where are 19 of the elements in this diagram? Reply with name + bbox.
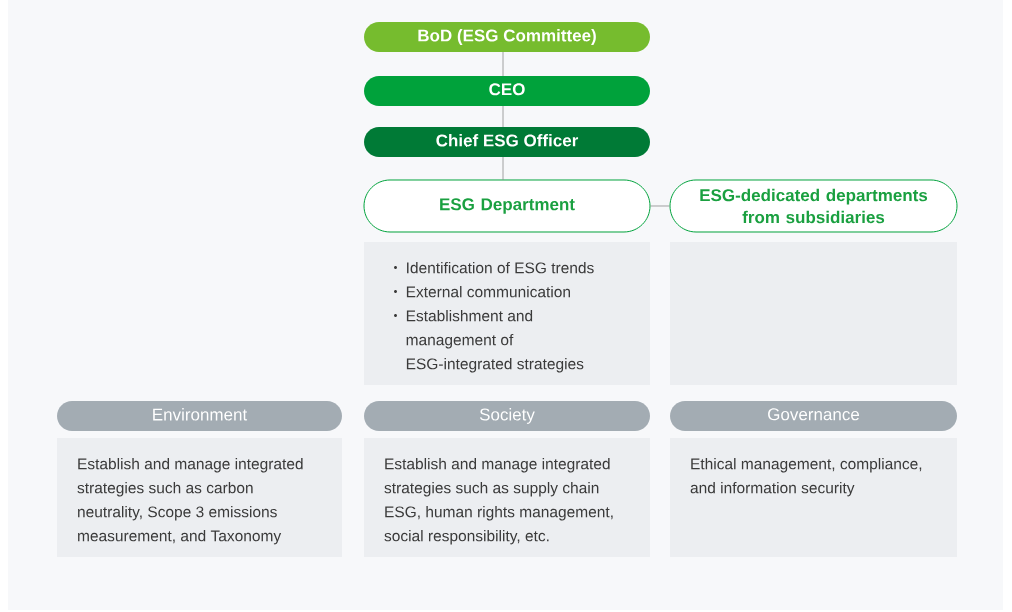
bullet-item: Identification of ESG trends [394, 262, 594, 274]
description-text: Ethical management, compliance, and information security [690, 458, 922, 497]
committee-pill: BoD (ESG Committee) [364, 22, 650, 52]
department-pill: ESG Department [363, 179, 651, 233]
duty-panel [364, 242, 650, 385]
department-pill: ESG-dedicated departments from subsidiaries [669, 179, 958, 233]
connector-line [502, 105, 504, 128]
connector-line [502, 51, 504, 77]
category-header: Environment [57, 401, 342, 431]
role-pill: CEO [364, 76, 650, 106]
description-text: Establish and manage integrated strategies such as supply chain ESG, human rights management, social responsibility, etc. [384, 458, 613, 545]
category-header: Society [364, 401, 650, 431]
connector-line [650, 205, 670, 207]
bullet-item: Establishment and management of ESG-integrated strategies [394, 310, 584, 373]
role-pill: Chief ESG Officer [364, 127, 650, 157]
connector-line [502, 156, 504, 181]
description-text: Establish and manage integrated strategies such as carbon neutrality, Scope 3 emissions measurement, and Taxonomy [77, 458, 303, 545]
category-header: Governance [670, 401, 957, 431]
bullet-item: External communication [394, 286, 570, 298]
